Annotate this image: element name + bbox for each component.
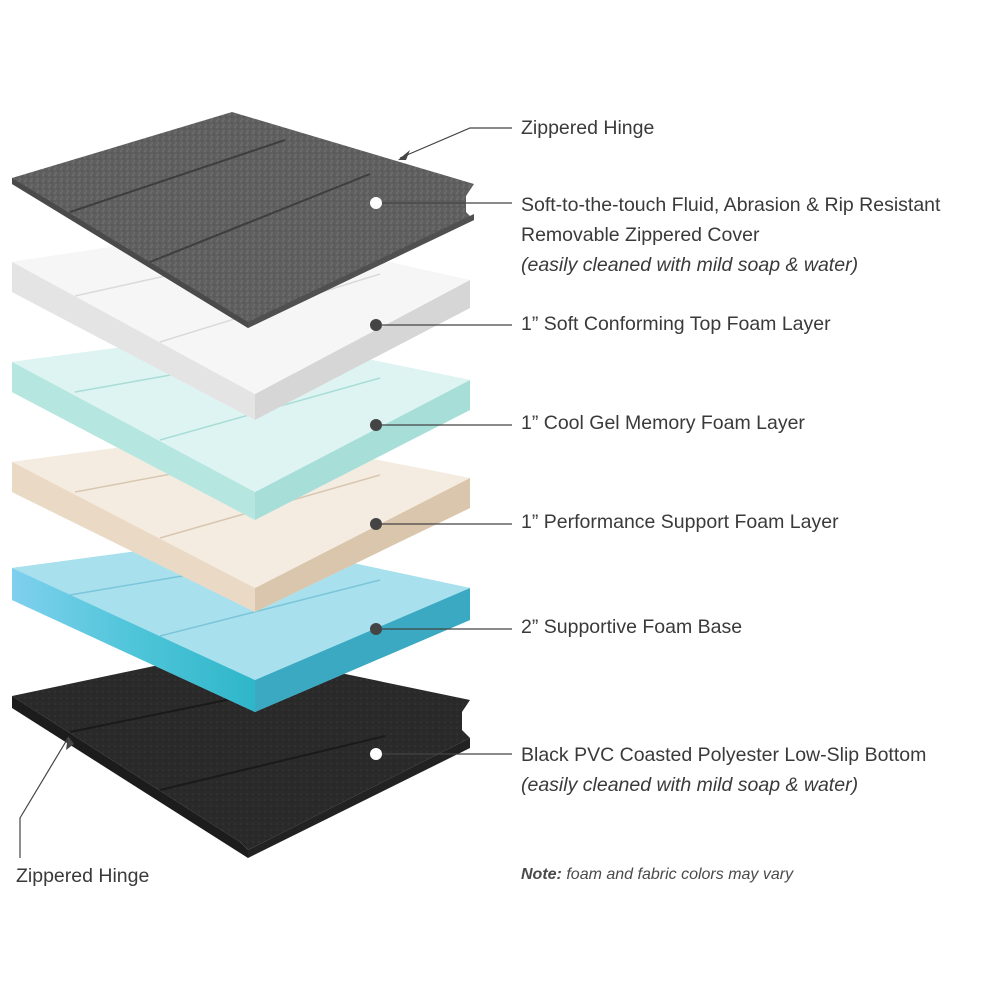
label-cover-line2: Removable Zippered Cover	[521, 224, 760, 247]
bottom-layer	[12, 650, 470, 858]
label-cover-note: (easily cleaned with mild soap & water)	[521, 254, 859, 277]
callout-dots	[370, 197, 382, 760]
arrow-hinge-top	[398, 150, 410, 160]
label-bottom-note: (easily cleaned with mild soap & water)	[521, 774, 859, 797]
colors-note: Note: foam and fabric colors may vary	[521, 866, 793, 884]
label-hinge-top-text: Zippered Hinge	[521, 117, 655, 139]
label-gel-foam: 1” Cool Gel Memory Foam Layer	[521, 412, 805, 435]
label-top-foam: 1” Soft Conforming Top Foam Layer	[521, 313, 831, 336]
label-cover-line1: Soft-to-the-touch Fluid, Abrasion & Rip …	[521, 194, 941, 216]
label-hinge-bottom: Zippered Hinge	[16, 865, 149, 888]
label-hinge-top: Zippered Hinge	[521, 117, 654, 140]
dot-cover	[370, 197, 382, 209]
label-base-foam: 2” Supportive Foam Base	[521, 616, 742, 639]
label-bottom: Black PVC Coasted Polyester Low-Slip Bot…	[521, 740, 926, 800]
note-text: foam and fabric colors may vary	[566, 866, 794, 883]
label-cover: Soft-to-the-touch Fluid, Abrasion & Rip …	[521, 190, 940, 281]
arrow-hinge-bottom	[66, 736, 74, 750]
dot-base-foam	[370, 623, 382, 635]
leader-hinge-bottom	[19, 737, 69, 858]
label-top-foam-text: 1” Soft Conforming Top Foam Layer	[521, 313, 831, 335]
dot-top-foam	[370, 319, 382, 331]
label-bottom-line1: Black PVC Coasted Polyester Low-Slip Bot…	[521, 744, 927, 766]
leader-lines	[19, 127, 512, 858]
base-foam-layer	[12, 538, 470, 712]
leader-hinge-top	[399, 127, 512, 159]
dot-bottom	[370, 748, 382, 760]
label-base-foam-text: 2” Supportive Foam Base	[521, 616, 743, 638]
arrowheads	[66, 150, 410, 750]
note-prefix: Note:	[521, 866, 562, 883]
support-foam-layer	[12, 432, 470, 612]
label-support-foam-text: 1” Performance Support Foam Layer	[521, 511, 839, 533]
label-support-foam: 1” Performance Support Foam Layer	[521, 511, 839, 534]
label-hinge-bottom-text: Zippered Hinge	[16, 865, 150, 887]
label-gel-foam-text: 1” Cool Gel Memory Foam Layer	[521, 412, 805, 434]
dot-gel-foam	[370, 419, 382, 431]
cover-layer	[12, 112, 474, 328]
dot-support-foam	[370, 518, 382, 530]
